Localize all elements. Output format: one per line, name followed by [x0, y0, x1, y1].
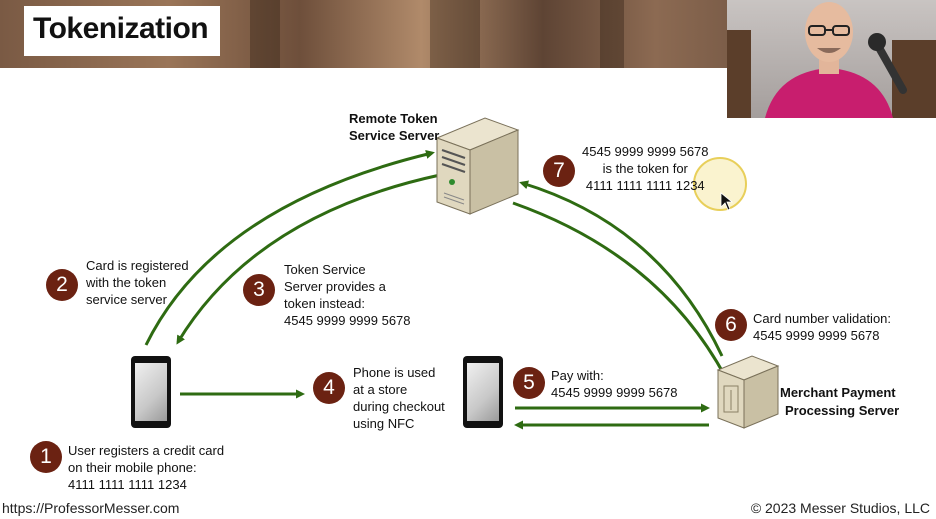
mobile-phone-store-icon [463, 356, 503, 428]
arrow-phone-to-token-server [144, 150, 435, 346]
cursor-highlight [693, 157, 747, 211]
merchant-server-icon [716, 355, 780, 429]
merchant-server-label-line1: Merchant Payment [780, 385, 896, 400]
arrow-token-server-to-merchant [512, 201, 728, 381]
footer-url: https://ProfessorMesser.com [2, 500, 180, 516]
step-3-badge: 3 [243, 274, 275, 306]
presenter-webcam [727, 0, 936, 118]
mouse-cursor-icon [720, 192, 734, 211]
step-7-badge: 7 [543, 155, 575, 187]
step-5-badge: 5 [513, 367, 545, 399]
step-6-text: Card number validation:4545 9999 9999 56… [753, 311, 892, 343]
remote-server-label-line1: Remote Token [349, 111, 438, 126]
footer-copyright: © 2023 Messer Studios, LLC [750, 500, 930, 516]
banner-wood-plank [250, 0, 280, 68]
banner-wood-plank [600, 0, 624, 68]
step-4-badge: 4 [313, 372, 345, 404]
slide-title: Tokenization [33, 12, 209, 45]
merchant-server-label-line2: Processing Server [785, 403, 900, 418]
remote-server-label-line2: Service Server [349, 128, 440, 143]
banner-wood-plank [430, 0, 480, 68]
presenter-figure [765, 2, 907, 118]
title-box [24, 6, 220, 56]
arrow-token-server-to-phone [176, 173, 441, 345]
mobile-phone-icon [131, 356, 171, 428]
remote-token-server-icon [435, 117, 520, 215]
webcam-shelf [727, 30, 751, 118]
step-5-text: Pay with:4545 9999 9999 5678 [551, 368, 678, 400]
step-1-badge: 1 [30, 441, 62, 473]
step-6-badge: 6 [715, 309, 747, 341]
step-2-badge: 2 [46, 269, 78, 301]
arrow-merchant-to-token-server [519, 180, 724, 357]
